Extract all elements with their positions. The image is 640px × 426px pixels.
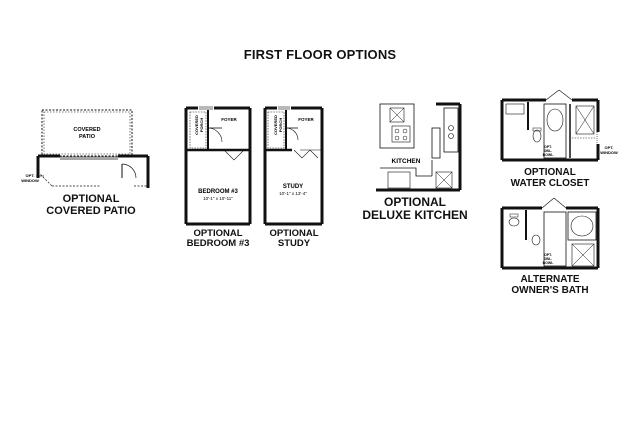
patio-room-label-1: COVERED (73, 127, 100, 133)
owners-bath-plan (500, 197, 600, 270)
page-title: FIRST FLOOR OPTIONS (243, 47, 397, 62)
wc-caption-line1: OPTIONAL (524, 167, 576, 178)
patio-caption-line1: OPTIONAL (62, 193, 120, 205)
wc-bowl-label-2: DBL. (544, 149, 552, 153)
kitchen-room-label: KITCHEN (392, 158, 421, 165)
bedroom-caption: OPTIONAL BEDROOM #3 (176, 229, 260, 249)
kitchen-caption-line1: OPTIONAL (384, 195, 446, 209)
bedroom-caption-line1: OPTIONAL (193, 228, 243, 239)
bath-bowl-label-3: BOWL (543, 261, 555, 265)
bedroom-porch-label-1: COVERED (194, 115, 199, 135)
study-porch-label-1: COVERED (273, 115, 278, 135)
wc-window-label-1: OPT. (605, 145, 614, 150)
bedroom-porch-label-2: PORCH (199, 118, 204, 133)
wc-caption-line2: WATER CLOSET (510, 178, 590, 189)
patio-window-label-2: WINDOW (21, 178, 39, 183)
water-closet-plan (500, 89, 600, 162)
bath-bowl-label-2: DBL. (544, 257, 552, 261)
owners-bath-caption: ALTERNATE OWNER'S BATH (495, 274, 605, 296)
study-plan (263, 106, 324, 226)
wc-window-label-2: WINDOW (600, 150, 618, 155)
patio-caption-line2: COVERED PATIO (46, 205, 136, 217)
water-closet-caption: OPTIONAL WATER CLOSET (495, 167, 605, 189)
patio-room-label-2: PATIO (79, 134, 96, 140)
study-foyer-label: FOYER (298, 117, 314, 122)
kitchen-caption-line2: DELUXE KITCHEN (362, 208, 468, 222)
deluxe-kitchen-plan (376, 102, 462, 192)
bedroom-caption-line2: BEDROOM #3 (186, 238, 250, 249)
bath-bowl-label-1: OPT. (544, 253, 552, 257)
bath-caption-line2: OWNER'S BATH (511, 285, 589, 296)
covered-patio-plan (36, 109, 150, 188)
patio-caption: OPTIONAL COVERED PATIO (35, 193, 147, 217)
kitchen-caption: OPTIONAL DELUXE KITCHEN (352, 196, 478, 222)
study-caption-line1: OPTIONAL (269, 228, 319, 239)
study-room-label: STUDY (283, 184, 303, 190)
bedroom-foyer-label: FOYER (221, 117, 237, 122)
bedroom-room-label: BEDROOM #3 (198, 189, 238, 195)
study-caption: OPTIONAL STUDY (258, 229, 330, 249)
patio-window-label-1: OPT. (26, 173, 35, 178)
bedroom-3-plan (184, 106, 252, 226)
bedroom-room-dims: 10'-1" x 10'-11" (203, 196, 233, 201)
bath-caption-line1: ALTERNATE (520, 274, 580, 285)
study-caption-line2: STUDY (277, 238, 311, 249)
study-porch-label-2: PORCH (278, 118, 283, 133)
study-room-dims: 10'-1" x 13'-4" (279, 191, 307, 196)
wc-bowl-label-3: BOWL (543, 153, 555, 157)
wc-bowl-label-1: OPT. (544, 145, 552, 149)
